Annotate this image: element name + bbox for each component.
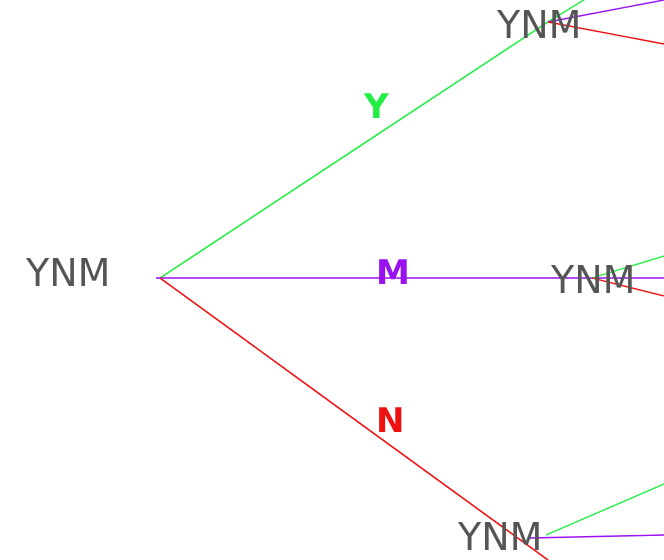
bottom-child-branch-m (529, 534, 664, 539)
middle-child-branch-y (591, 255, 664, 279)
top-child-branch-m (547, 0, 664, 23)
branch-line-y (159, 13, 561, 279)
middle-child-node-label: YNM (550, 258, 635, 302)
bottom-child-node-label: YNM (457, 515, 542, 559)
top-child-branch-y (547, 0, 586, 23)
branch-line-n (159, 277, 549, 560)
top-child-branch-n (547, 21, 664, 45)
branch-label-y: Y (363, 87, 389, 127)
branch-label-n: N (376, 401, 404, 441)
top-child-node-label: YNM (496, 3, 581, 47)
bottom-child-branch-y (545, 483, 664, 536)
middle-child-branch-n (591, 277, 664, 297)
branch-label-m: M (376, 253, 410, 293)
root-node-label: YNM (25, 251, 110, 295)
